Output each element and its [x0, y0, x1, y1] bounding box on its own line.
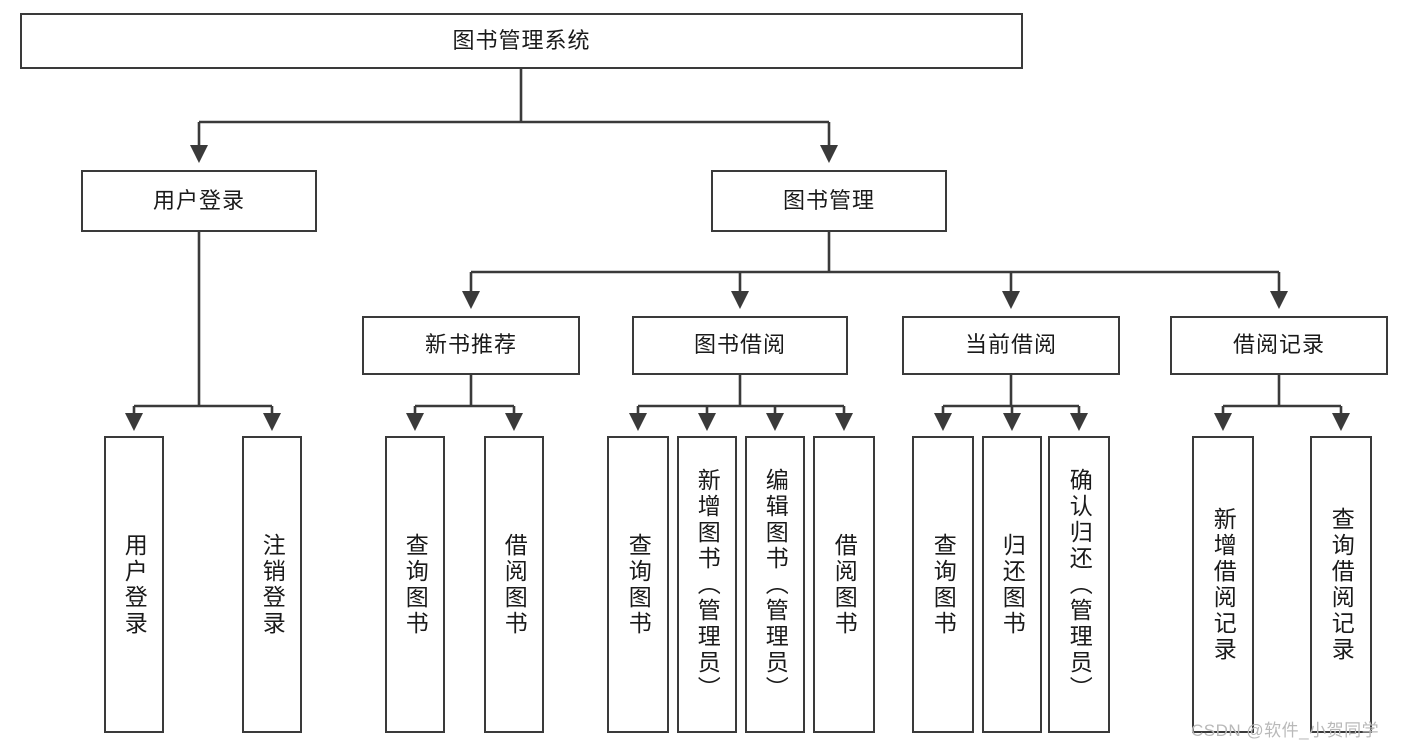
edge-group-user-login: [124, 232, 282, 432]
node-borrow-record-label: 借阅记录: [1232, 332, 1325, 358]
node-leaf-confirm-return-label: 确认归还（管理员）: [1066, 467, 1093, 702]
node-book-manage-label: 图书管理: [782, 187, 875, 213]
node-current-borrow-label: 当前借阅: [964, 332, 1057, 358]
node-new-book-recommend[interactable]: 新书推荐: [362, 316, 580, 375]
node-leaf-query-book-3[interactable]: 查询图书: [912, 436, 974, 733]
node-leaf-borrow-book-2[interactable]: 借阅图书: [813, 436, 875, 733]
node-leaf-logout-label: 注销登录: [259, 532, 286, 637]
node-leaf-borrow-book-1-label: 借阅图书: [501, 532, 528, 637]
node-leaf-logout[interactable]: 注销登录: [242, 436, 302, 733]
node-leaf-borrow-book-1[interactable]: 借阅图书: [484, 436, 544, 733]
node-leaf-return-book-label: 归还图书: [999, 532, 1026, 637]
node-user-login-label: 用户登录: [152, 187, 245, 213]
edge-group-root: [189, 69, 839, 164]
node-root[interactable]: 图书管理系统: [20, 13, 1023, 69]
node-leaf-edit-book-label: 编辑图书（管理员）: [762, 467, 789, 702]
node-leaf-add-record-label: 新增借阅记录: [1210, 506, 1237, 663]
node-leaf-query-book-2[interactable]: 查询图书: [607, 436, 669, 733]
node-new-book-recommend-label: 新书推荐: [424, 332, 517, 358]
node-leaf-add-book-label: 新增图书（管理员）: [694, 467, 721, 702]
edge-group-book-manage: [461, 232, 1289, 310]
node-leaf-add-record[interactable]: 新增借阅记录: [1192, 436, 1254, 733]
node-leaf-borrow-book-2-label: 借阅图书: [831, 532, 858, 637]
node-root-label: 图书管理系统: [452, 27, 591, 53]
node-leaf-user-login-label: 用户登录: [121, 532, 148, 637]
node-user-login[interactable]: 用户登录: [81, 170, 317, 232]
node-book-manage[interactable]: 图书管理: [711, 170, 947, 232]
node-leaf-edit-book[interactable]: 编辑图书（管理员）: [745, 436, 805, 733]
node-book-borrow-label: 图书借阅: [693, 332, 786, 358]
node-leaf-return-book[interactable]: 归还图书: [982, 436, 1042, 733]
watermark-text: CSDN @软件_小贺同学: [1191, 721, 1380, 740]
node-leaf-query-book-1[interactable]: 查询图书: [385, 436, 445, 733]
node-leaf-query-book-2-label: 查询图书: [625, 532, 652, 637]
edge-group-new-book-recommend: [405, 375, 524, 432]
edge-group-current-borrow: [933, 375, 1089, 432]
node-leaf-add-book[interactable]: 新增图书（管理员）: [677, 436, 737, 733]
node-leaf-query-record[interactable]: 查询借阅记录: [1310, 436, 1372, 733]
node-leaf-query-book-1-label: 查询图书: [402, 532, 429, 637]
edge-group-borrow-record: [1213, 375, 1351, 432]
node-current-borrow[interactable]: 当前借阅: [902, 316, 1120, 375]
node-borrow-record[interactable]: 借阅记录: [1170, 316, 1388, 375]
node-leaf-confirm-return[interactable]: 确认归还（管理员）: [1048, 436, 1110, 733]
node-book-borrow[interactable]: 图书借阅: [632, 316, 848, 375]
node-leaf-query-record-label: 查询借阅记录: [1328, 506, 1355, 663]
node-leaf-query-book-3-label: 查询图书: [930, 532, 957, 637]
edge-group-book-borrow: [628, 375, 854, 432]
node-leaf-user-login[interactable]: 用户登录: [104, 436, 164, 733]
